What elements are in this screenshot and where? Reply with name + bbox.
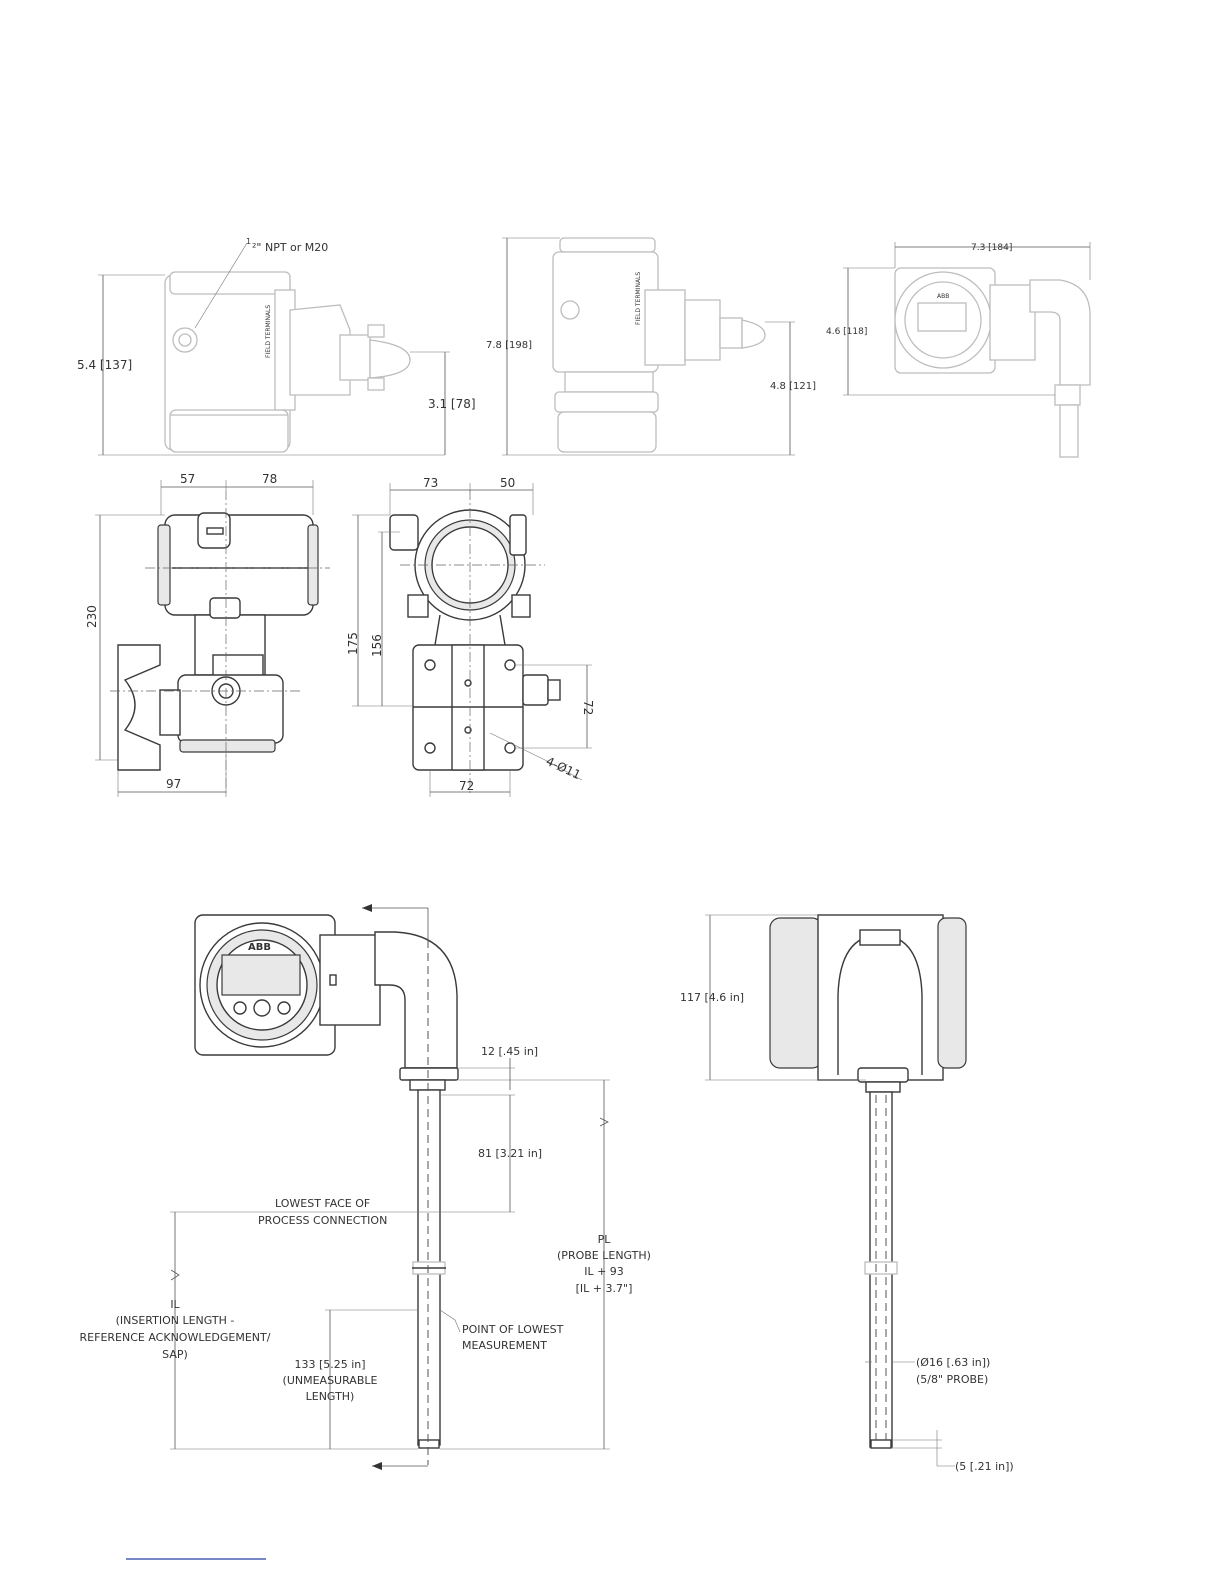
side-width-right: 78 (262, 472, 277, 486)
top-view-3: ABB 7.3 [184] 4.6 [118] (826, 242, 1091, 458)
il-line-4: SAP) (162, 1348, 188, 1361)
conduit-fraction: 1 (246, 237, 251, 246)
lowest-face-line-2: PROCESS CONNECTION (258, 1214, 387, 1227)
front-width-left: 73 (423, 476, 438, 490)
pl-line-4: [IL + 3.7"] (576, 1282, 633, 1295)
front-width-right: 50 (500, 476, 515, 490)
dim-12: 12 [.45 in] (481, 1045, 538, 1058)
view1-center-height-dim: 3.1 [78] (428, 397, 476, 411)
probe-dia-line-1: (Ø16 [.63 in]) (916, 1356, 990, 1369)
view3-logo: ABB (937, 293, 949, 300)
view3-width-dim: 7.3 [184] (971, 243, 1012, 253)
pl-line-3: IL + 93 (584, 1265, 624, 1278)
il-line-1: IL (170, 1298, 180, 1311)
mid-front-view: 73 50 175 156 72 72 4-Ø11 (346, 476, 595, 797)
il-line-3: REFERENCE ACKNOWLEDGEMENT/ (80, 1331, 271, 1344)
conduit-size-label: ²" NPT or M20 (252, 241, 328, 254)
view2-height-dim: 7.8 [198] (486, 340, 532, 351)
front-height-inner: 156 (370, 634, 384, 657)
front-holes-dim: 4-Ø11 (544, 754, 583, 782)
front-bolt-spacing-h: 72 (459, 779, 474, 793)
point-lowest-line-1: POINT OF LOWEST (462, 1323, 564, 1336)
field-terminals-label-2: FIELD TERMINALS (635, 272, 642, 325)
tip-dim: (5 [.21 in]) (955, 1460, 1014, 1473)
side-bracket-width: 97 (166, 777, 181, 791)
probe-dia-line-2: (5/8" PROBE) (916, 1373, 988, 1386)
top-view-1: FIELD TERMINALS 1 ²" NPT or M20 5.4 [137… (77, 237, 476, 456)
il-line-2: (INSERTION LENGTH - (116, 1314, 235, 1327)
front-bolt-spacing-v: 72 (581, 700, 595, 715)
probe-assembly-left: ABB 12 [.45 in] 81 [3.21 in] LOWEST FACE… (80, 904, 651, 1470)
side-height-dim: 230 (85, 605, 99, 628)
unmeasurable-line-2: (UNMEASURABLE (283, 1374, 378, 1387)
probe-logo: ABB (248, 942, 271, 953)
view2-center-height-dim: 4.8 [121] (770, 381, 816, 392)
mid-side-view: 57 78 230 97 (85, 472, 330, 797)
point-lowest-line-2: MEASUREMENT (462, 1339, 547, 1352)
side-width-left: 57 (180, 472, 195, 486)
unmeasurable-line-1: 133 [5.25 in] (294, 1358, 365, 1371)
top-view-2: FIELD TERMINALS 7.8 [198] 4.8 [121] (486, 237, 816, 456)
field-terminals-label: FIELD TERMINALS (265, 305, 272, 358)
pl-line-1: PL (598, 1233, 612, 1246)
view3-height-dim: 4.6 [118] (826, 327, 867, 337)
pl-line-2: (PROBE LENGTH) (557, 1249, 651, 1262)
probe-assembly-right: 117 [4.6 in] (Ø16 [.63 in]) (5/8" PROBE)… (680, 914, 1014, 1473)
lowest-face-line-1: LOWEST FACE OF (275, 1197, 370, 1210)
view1-height-dim: 5.4 [137] (77, 358, 132, 372)
front-height-outer: 175 (346, 632, 360, 655)
dim-81: 81 [3.21 in] (478, 1147, 542, 1160)
right-height-dim: 117 [4.6 in] (680, 991, 744, 1004)
unmeasurable-line-3: LENGTH) (306, 1390, 355, 1403)
